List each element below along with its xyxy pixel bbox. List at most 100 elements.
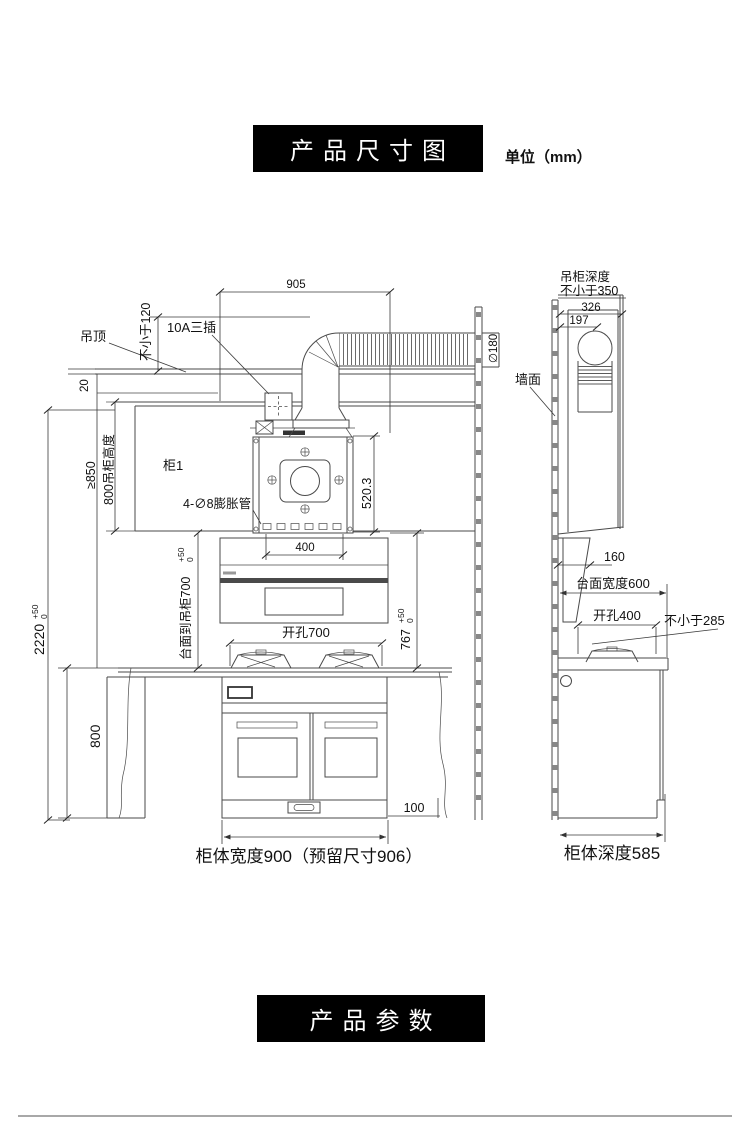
duct-diameter-label: ∅180	[488, 334, 500, 363]
mounting-plate	[252, 436, 354, 534]
front-view	[95, 306, 500, 820]
door-window-left	[237, 737, 298, 778]
dim-cabinet-depth-585: 柜体深度585	[560, 794, 666, 863]
side-view	[551, 294, 669, 820]
side-wall	[551, 299, 559, 820]
dim-326-label: 326	[581, 302, 600, 314]
wall-label: 墙面	[515, 372, 541, 387]
ceiling-label: 吊顶	[80, 329, 106, 344]
svg-text:0: 0	[405, 618, 415, 623]
dim-400: 400	[261, 534, 348, 560]
door-window-right	[324, 737, 378, 778]
cutout-700-label: 开孔700	[282, 625, 330, 640]
countertop	[107, 667, 452, 819]
dim-counter-to-cabinet: 台面到吊柜700 +50 0	[176, 529, 203, 672]
cabinet-depth-note: 柜体深度585	[564, 844, 660, 863]
side-burner	[585, 646, 639, 663]
dim-counter-width-600: 台面宽度600	[560, 576, 668, 657]
cabinet-depth-line2: 不小于350	[560, 284, 618, 298]
socket-box	[264, 392, 293, 421]
hood-dark-band	[220, 578, 388, 583]
cutout-400-label: 开孔400	[593, 608, 641, 623]
side-hood	[558, 537, 591, 623]
cabinet-width-note: 柜体宽度900（预留尺寸906）	[196, 847, 423, 866]
min120-label: 不小于120	[139, 303, 153, 361]
expansion-bolts-label: 4-∅8膨胀管	[183, 496, 251, 511]
dim-800: 800	[58, 664, 118, 822]
dim-cutout-700: 开孔700	[225, 625, 387, 666]
break-line-right	[438, 671, 448, 819]
base-cabinet-left	[106, 677, 146, 819]
bottom-divider	[18, 1115, 732, 1117]
cabinet1-label: 柜1	[163, 458, 183, 473]
dim-197: 197	[555, 315, 602, 331]
side-base-cabinet	[558, 670, 665, 819]
dim-767-label: 767	[399, 629, 413, 650]
duct-collar	[292, 419, 350, 429]
dim-min285: 不小于285	[591, 613, 725, 645]
side-hanging-cabinet	[557, 294, 624, 535]
dim-ge850: ≥850	[84, 374, 98, 668]
section-title-params: 产品参数	[257, 995, 485, 1042]
dim-400-label: 400	[295, 542, 314, 554]
ge850-label: ≥850	[84, 461, 98, 489]
cabinet-height-label: 800吊柜高度	[101, 434, 116, 505]
duct-elbow	[301, 332, 340, 371]
dim-20-label: 20	[79, 379, 91, 392]
front-wall	[474, 306, 483, 820]
dim-2220-label: 2220	[31, 624, 47, 655]
wall-callout: 墙面	[515, 372, 556, 417]
dim-326: 326	[555, 302, 627, 318]
dim-2220-tol-upper: +50	[30, 604, 40, 619]
ceiling-lines	[95, 368, 475, 394]
dim-100: 100	[388, 798, 440, 818]
dimensions-title-text: 产品尺寸图	[290, 138, 455, 165]
dim-905-label: 905	[286, 279, 305, 291]
counter-to-cabinet-label: 台面到吊柜700	[178, 577, 193, 660]
params-title-text: 产品参数	[309, 1008, 442, 1035]
dim-800-label: 800	[87, 724, 103, 748]
dim-cabinet-width-900: 柜体宽度900（预留尺寸906）	[196, 820, 423, 866]
duct-outlet-hole	[290, 466, 320, 496]
dim-20: 20	[68, 368, 97, 392]
dim-2220: 2220 +50 0	[30, 406, 115, 824]
dim-905: 905	[215, 279, 395, 433]
note-cabinet-depth-min350: 吊柜深度 不小于350	[558, 269, 626, 299]
gas-hole	[560, 675, 572, 687]
hood-body	[219, 537, 389, 624]
dim-min120: 不小于120	[139, 303, 310, 375]
stove-unit	[221, 676, 388, 819]
break-line-left	[118, 667, 132, 819]
dim-520-3: 520.3	[353, 432, 380, 536]
hood-display-panel	[264, 587, 344, 616]
cooktop-burners	[230, 649, 380, 669]
svg-text:+50: +50	[396, 608, 406, 623]
exhaust-duct	[250, 332, 500, 438]
socket-callout: 10A三插	[167, 320, 270, 395]
socket-label: 10A三插	[167, 320, 216, 335]
brand-logo	[223, 571, 236, 575]
dim-160-label: 160	[604, 550, 625, 564]
dim-197-label: 197	[569, 315, 588, 327]
control-display	[227, 686, 253, 699]
vent-slots	[262, 523, 342, 530]
dim-767: 767 +50 0	[390, 529, 424, 672]
dim-160: 160	[553, 550, 625, 569]
cabinet-depth-line1: 吊柜深度	[560, 269, 611, 284]
dim-2220-tol-lower: 0	[39, 614, 49, 619]
counter-width-600-label: 台面宽度600	[576, 576, 650, 591]
door-handle-right	[324, 721, 378, 729]
section-title-dimensions: 产品尺寸图	[253, 125, 483, 172]
side-countertop	[558, 657, 669, 671]
ceiling-callout: 吊顶	[80, 329, 187, 373]
expansion-bolt-callout: 4-∅8膨胀管	[183, 496, 262, 525]
dim-100-label: 100	[404, 801, 425, 815]
svg-text:0: 0	[185, 557, 195, 562]
dim-cabinet-height: 800吊柜高度	[101, 398, 120, 535]
mounting-screws	[267, 447, 344, 514]
annotations: 905 吊顶 不小于120 20	[30, 269, 725, 866]
side-duct	[577, 330, 613, 413]
drawer-handle	[287, 801, 321, 814]
